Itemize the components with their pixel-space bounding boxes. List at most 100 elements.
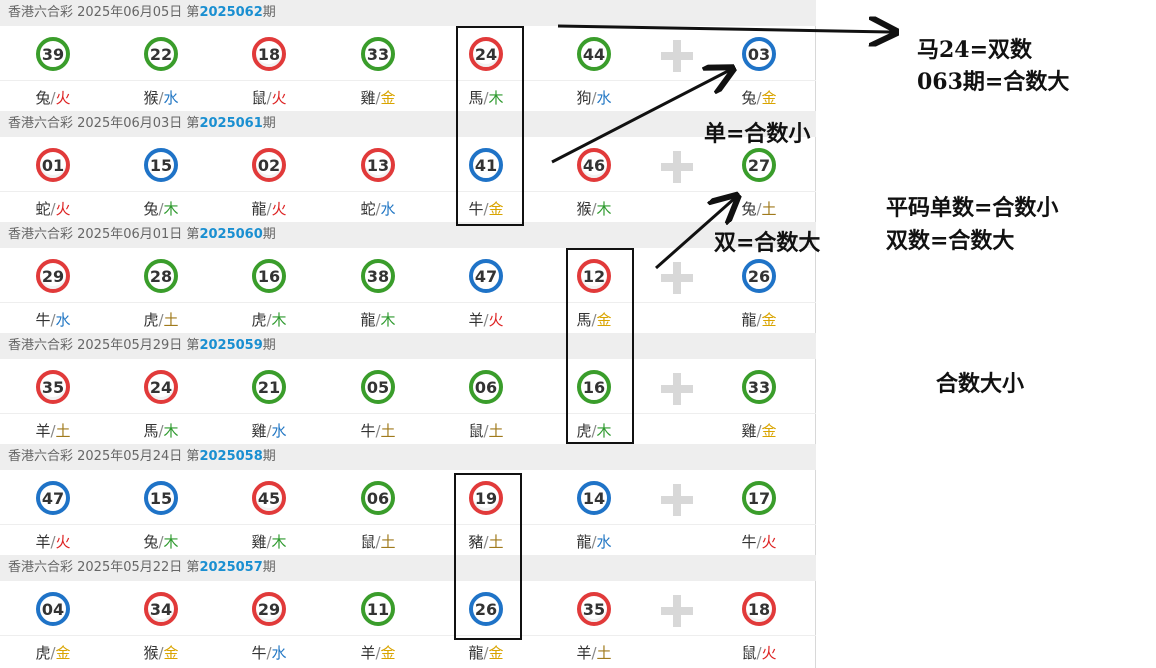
number-ball: 29 bbox=[36, 259, 70, 293]
special-ball: 27 bbox=[742, 148, 776, 182]
zodiac-element-label: 羊/金 bbox=[348, 642, 408, 663]
element: 木 bbox=[163, 200, 179, 218]
element: 火 bbox=[55, 89, 71, 107]
number-ball: 16 bbox=[577, 370, 611, 404]
slash: / bbox=[50, 89, 56, 107]
slash: / bbox=[50, 311, 56, 329]
number-ball: 21 bbox=[252, 370, 286, 404]
element: 火 bbox=[488, 311, 504, 329]
slash: / bbox=[158, 89, 164, 107]
special-ball: 18 bbox=[742, 592, 776, 626]
slash: / bbox=[756, 533, 762, 551]
zodiac-element-label: 馬/木 bbox=[131, 420, 191, 441]
number-ball: 46 bbox=[577, 148, 611, 182]
zodiac-sign: 龍 bbox=[251, 200, 267, 218]
zodiac-sign: 雞 bbox=[251, 422, 267, 440]
draw-issue-number[interactable]: 2025058 bbox=[199, 449, 263, 464]
element: 土 bbox=[596, 644, 612, 662]
zodiac-element-label: 兔/土 bbox=[729, 198, 789, 219]
zodiac-sign: 牛 bbox=[741, 533, 757, 551]
element: 火 bbox=[761, 644, 777, 662]
plus-icon bbox=[661, 484, 693, 516]
zodiac-sign: 雞 bbox=[741, 422, 757, 440]
element: 土 bbox=[55, 422, 71, 440]
zodiac-sign: 雞 bbox=[360, 89, 376, 107]
number-ball: 39 bbox=[36, 37, 70, 71]
element: 土 bbox=[380, 533, 396, 551]
draw-date: 香港六合彩 2025年06月01日 第 bbox=[8, 227, 200, 242]
zodiac-element-label: 虎/木 bbox=[239, 309, 299, 330]
element: 金 bbox=[596, 311, 612, 329]
element: 木 bbox=[380, 311, 396, 329]
zodiac-sign: 狗 bbox=[576, 89, 592, 107]
slash: / bbox=[756, 311, 762, 329]
zodiac-element-label: 蛇/火 bbox=[23, 198, 83, 219]
zodiac-element-label: 龍/金 bbox=[729, 309, 789, 330]
number-ball: 24 bbox=[144, 370, 178, 404]
draw-issue-number[interactable]: 2025059 bbox=[199, 338, 263, 353]
zodiac-element-label: 兔/金 bbox=[729, 87, 789, 108]
zodiac-element-label: 蛇/水 bbox=[348, 198, 408, 219]
number-ball: 41 bbox=[469, 148, 503, 182]
zodiac-element-label: 兔/木 bbox=[131, 531, 191, 552]
number-ball: 24 bbox=[469, 37, 503, 71]
draw-issue-suffix: 期 bbox=[262, 560, 276, 575]
number-ball: 29 bbox=[252, 592, 286, 626]
zodiac-sign: 龍 bbox=[576, 533, 592, 551]
element: 水 bbox=[271, 644, 287, 662]
element: 火 bbox=[271, 200, 287, 218]
element: 水 bbox=[380, 200, 396, 218]
special-ball: 33 bbox=[742, 370, 776, 404]
slash: / bbox=[483, 311, 489, 329]
zodiac-element-label: 羊/土 bbox=[23, 420, 83, 441]
draw-issue-number[interactable]: 2025060 bbox=[199, 227, 263, 242]
zodiac-sign: 兔 bbox=[143, 533, 159, 551]
arrow-to-special-27 bbox=[655, 198, 735, 270]
slash: / bbox=[375, 311, 381, 329]
note-odd-composite-small: 单=合数小 bbox=[704, 121, 811, 147]
slash: / bbox=[591, 533, 597, 551]
draw-header: 香港六合彩 2025年06月01日 第2025060期 bbox=[0, 222, 816, 248]
draw-issue-suffix: 期 bbox=[262, 5, 276, 20]
number-ball: 06 bbox=[361, 481, 395, 515]
zodiac-sign: 馬 bbox=[468, 89, 484, 107]
draw-issue-number[interactable]: 2025061 bbox=[199, 116, 263, 131]
element: 水 bbox=[55, 311, 71, 329]
number-ball: 35 bbox=[577, 592, 611, 626]
zodiac-element-label: 牛/金 bbox=[456, 198, 516, 219]
draw-issue-number[interactable]: 2025057 bbox=[199, 560, 263, 575]
row-divider bbox=[0, 413, 816, 414]
note-even-composite-big: 双数=合数大 bbox=[886, 228, 1015, 254]
element: 金 bbox=[761, 311, 777, 329]
zodiac-element-label: 龍/金 bbox=[456, 642, 516, 663]
zodiac-sign: 兔 bbox=[35, 89, 51, 107]
slash: / bbox=[591, 89, 597, 107]
slash: / bbox=[266, 200, 272, 218]
zodiac-sign: 猴 bbox=[576, 200, 592, 218]
zodiac-element-label: 龍/木 bbox=[348, 309, 408, 330]
element: 土 bbox=[488, 533, 504, 551]
plus-icon bbox=[661, 262, 693, 294]
zodiac-sign: 羊 bbox=[576, 644, 592, 662]
slash: / bbox=[591, 311, 597, 329]
zodiac-sign: 虎 bbox=[35, 644, 51, 662]
zodiac-sign: 馬 bbox=[576, 311, 592, 329]
number-ball: 15 bbox=[144, 481, 178, 515]
draw-issue-number[interactable]: 2025062 bbox=[199, 5, 263, 20]
element: 水 bbox=[596, 533, 612, 551]
zodiac-sign: 羊 bbox=[35, 422, 51, 440]
number-ball: 11 bbox=[361, 592, 395, 626]
element: 木 bbox=[271, 533, 287, 551]
element: 火 bbox=[271, 89, 287, 107]
draw-date: 香港六合彩 2025年05月24日 第 bbox=[8, 449, 200, 464]
element: 金 bbox=[488, 200, 504, 218]
zodiac-element-label: 雞/水 bbox=[239, 420, 299, 441]
zodiac-element-label: 兔/木 bbox=[131, 198, 191, 219]
zodiac-element-label: 雞/金 bbox=[348, 87, 408, 108]
zodiac-sign: 牛 bbox=[35, 311, 51, 329]
draw-date: 香港六合彩 2025年06月03日 第 bbox=[8, 116, 200, 131]
element: 木 bbox=[596, 422, 612, 440]
zodiac-sign: 龍 bbox=[741, 311, 757, 329]
